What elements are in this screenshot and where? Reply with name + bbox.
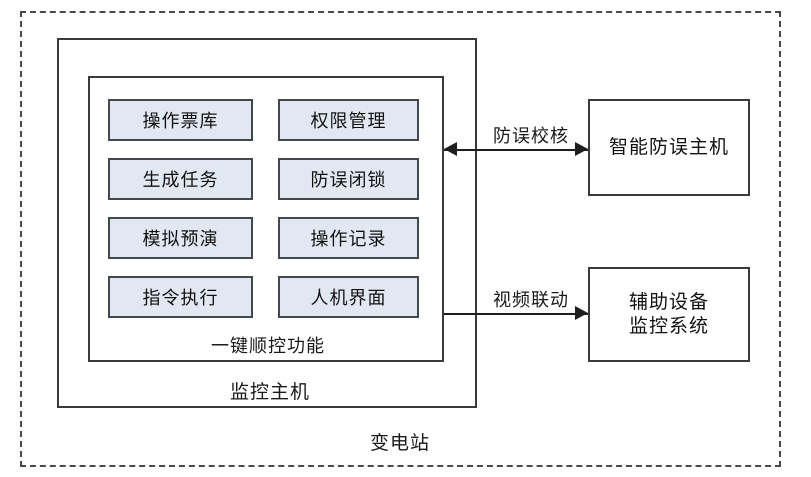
- feature-cell-simulation-preview[interactable]: 模拟预演: [108, 217, 253, 259]
- feature-cell-operation-record[interactable]: 操作记录: [278, 217, 419, 259]
- arrow-head-left-anti-misoperation: [444, 142, 457, 156]
- external-system-auxiliary-equipment-monitoring[interactable]: 辅助设备 监控系统: [588, 267, 750, 362]
- connection-line-anti-misoperation: [444, 149, 588, 151]
- feature-cell-permission-management[interactable]: 权限管理: [278, 99, 419, 141]
- arrow-head-right-video-linkage: [575, 306, 588, 320]
- feature-cell-anti-misoperation-lock[interactable]: 防误闭锁: [278, 158, 419, 200]
- feature-cell-operation-ticket[interactable]: 操作票库: [108, 99, 253, 141]
- external-system-smart-anti-misoperation-host[interactable]: 智能防误主机: [588, 99, 750, 196]
- connection-label-video-linkage: 视频联动: [493, 290, 569, 310]
- monitoring-host-label: 监控主机: [229, 382, 310, 403]
- connection-line-video-linkage: [444, 313, 588, 315]
- substation-label: 变电站: [369, 433, 430, 454]
- arrow-head-right-anti-misoperation: [575, 142, 588, 156]
- external-system-label-line1: 辅助设备: [628, 291, 709, 313]
- feature-cell-generate-task[interactable]: 生成任务: [108, 158, 253, 200]
- feature-group-boundary: [88, 76, 444, 362]
- substation-boundary: [20, 11, 781, 467]
- monitoring-host-boundary: [57, 38, 477, 408]
- connection-label-anti-misoperation: 防误校核: [493, 126, 569, 146]
- feature-group-label: 一键顺控功能: [211, 336, 325, 356]
- external-system-label: 智能防误主机: [608, 136, 729, 158]
- external-system-label-line2: 监控系统: [628, 315, 709, 337]
- feature-cell-human-machine-interface[interactable]: 人机界面: [278, 276, 419, 318]
- feature-cell-command-execution[interactable]: 指令执行: [108, 276, 253, 318]
